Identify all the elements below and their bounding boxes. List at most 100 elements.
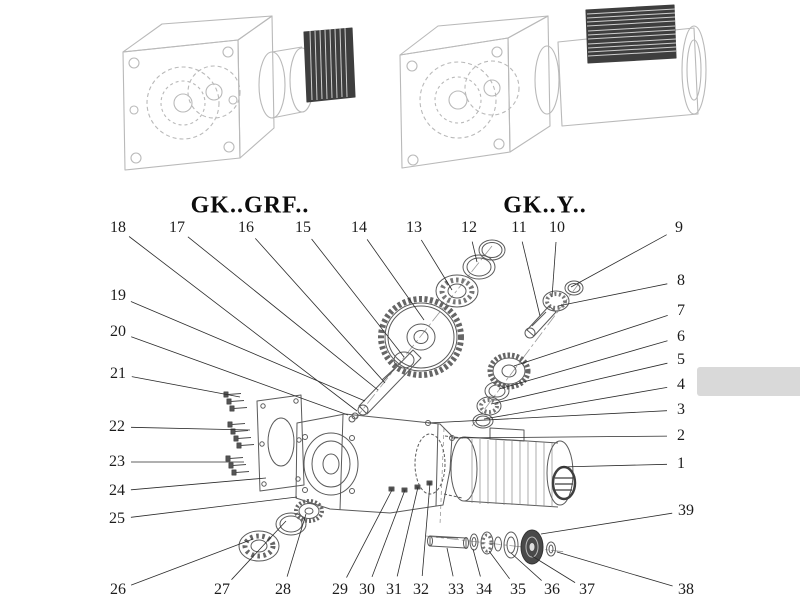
leader-line-2: [451, 435, 668, 439]
drawing-gk-y: [399, 4, 707, 169]
leader-line-38: [556, 551, 673, 587]
leader-line-34: [472, 548, 481, 577]
leader-line-12: [471, 241, 478, 263]
leader-line-19: [130, 301, 366, 402]
leader-line-17: [187, 236, 379, 391]
drawing-gk-grf: [122, 15, 356, 171]
callout-21: 21: [110, 365, 126, 382]
part-small-fasteners: [388, 435, 455, 493]
part-main-gear: [378, 296, 464, 378]
callout-23: 23: [109, 453, 125, 470]
leader-line-29: [346, 489, 393, 578]
leader-line-32: [421, 482, 431, 577]
callout-22: 22: [109, 418, 125, 435]
leader-line-14: [366, 239, 425, 321]
callout-13: 13: [406, 219, 422, 236]
leader-line-8: [557, 283, 668, 307]
leader-line-25: [130, 496, 298, 518]
callout-35: 35: [510, 581, 526, 598]
part-pinion-cluster: [524, 280, 584, 339]
callout-30: 30: [359, 581, 375, 598]
leader-line-21: [131, 376, 241, 398]
part-output-shaft-assembly: [427, 529, 556, 565]
leader-line-36: [510, 552, 542, 581]
leader-line-22: [130, 426, 251, 431]
callout-11: 11: [511, 219, 527, 236]
part-bearing-input: [435, 274, 479, 308]
callout-12: 12: [461, 219, 477, 236]
part-flange-plate: [256, 394, 305, 492]
callout-4: 4: [677, 376, 685, 393]
part-output-seals: [238, 499, 324, 562]
leader-line-37: [531, 555, 576, 583]
callout-27: 27: [214, 581, 230, 598]
leader-lines: [128, 234, 673, 587]
part-motor: [450, 427, 577, 508]
callout-36: 36: [544, 581, 560, 598]
leader-line-1: [559, 463, 668, 468]
leader-line-13: [420, 239, 453, 291]
callout-33: 33: [448, 581, 464, 598]
leader-line-30: [371, 489, 406, 578]
callout-37: 37: [579, 581, 595, 598]
gray-artifact-patch: [697, 367, 800, 396]
part-input-shaft: [351, 349, 422, 420]
callout-3: 3: [677, 401, 685, 418]
motor-fins: [585, 4, 677, 64]
callout-19: 19: [110, 287, 126, 304]
callout-26: 26: [110, 581, 126, 598]
callout-17: 17: [169, 219, 185, 236]
leader-line-15: [311, 238, 405, 358]
variant-label-gk-grf: GK..GRF..: [190, 192, 310, 219]
part-snap-rings: [462, 239, 506, 280]
leader-line-16: [255, 238, 386, 384]
leader-line-33: [446, 547, 454, 577]
leader-line-6: [498, 340, 668, 390]
callout-2: 2: [677, 427, 685, 444]
callout-29: 29: [332, 581, 348, 598]
callout-32: 32: [413, 581, 429, 598]
variant-label-gk-y: GK..Y..: [503, 192, 587, 219]
callout-39: 39: [678, 502, 694, 519]
callout-8: 8: [677, 272, 685, 289]
callout-14: 14: [351, 219, 367, 236]
leader-line-39: [540, 512, 673, 535]
callout-6: 6: [677, 328, 685, 345]
callout-10: 10: [549, 219, 565, 236]
leader-line-7: [513, 315, 668, 367]
exploded-view: [223, 239, 584, 565]
ribbed-cap: [303, 27, 356, 103]
leader-line-5: [490, 362, 668, 405]
callout-1: 1: [677, 455, 685, 472]
leader-line-28: [286, 513, 307, 577]
callout-16: 16: [238, 219, 254, 236]
leader-line-10: [551, 241, 557, 298]
leader-line-20: [131, 336, 349, 416]
leader-line-35: [488, 550, 510, 580]
leader-line-27: [231, 520, 287, 580]
callout-28: 28: [275, 581, 291, 598]
callout-24: 24: [109, 482, 125, 499]
leader-line-4: [483, 387, 668, 420]
motor-fan-grill: [551, 465, 577, 501]
leader-line-26: [130, 538, 254, 586]
leader-line-11: [521, 241, 541, 317]
leader-line-9: [570, 234, 667, 288]
callout-38: 38: [678, 581, 694, 598]
callout-20: 20: [110, 323, 126, 340]
part-bolts: [223, 391, 255, 476]
callout-9: 9: [675, 219, 683, 236]
leader-line-3: [427, 410, 668, 424]
callout-25: 25: [109, 510, 125, 527]
callout-5: 5: [677, 351, 685, 368]
part-housing: [295, 413, 464, 514]
leader-line-24: [130, 477, 267, 491]
leader-line-18: [128, 236, 358, 412]
callout-31: 31: [386, 581, 402, 598]
callout-18: 18: [110, 219, 126, 236]
callout-34: 34: [476, 581, 492, 598]
leader-line-31: [396, 486, 419, 577]
part-intermediate-gear-stack: [472, 352, 531, 429]
